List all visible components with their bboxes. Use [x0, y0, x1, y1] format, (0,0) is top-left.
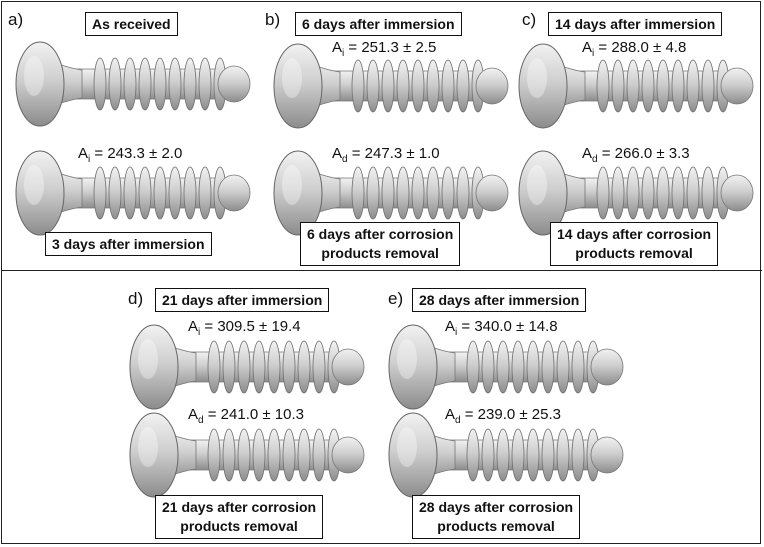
row-divider [1, 270, 762, 271]
panel-c-letter: c) [522, 10, 537, 29]
screw-e-28days-removed [388, 412, 624, 498]
panel-c-top-area: Ai = 288.0 ± 4.8 [582, 39, 687, 59]
panel-d-top-area: Ai = 309.5 ± 19.4 [188, 318, 301, 338]
screw-d-21days-removed [129, 412, 365, 498]
panel-d-bottom-area: Ad = 241.0 ± 10.3 [188, 406, 304, 426]
screw-d-21days [129, 324, 365, 410]
panel-a-bottom-label: 3 days after immersion [45, 232, 212, 256]
screw-b-6days [273, 43, 509, 129]
panel-a-top-label: As received [85, 12, 178, 36]
panel-e-top-area: Ai = 340.0 ± 14.8 [445, 318, 558, 338]
panel-d-top-label: 21 days after immersion [155, 288, 330, 312]
panel-b-letter: b) [265, 10, 281, 29]
screw-c-14days-removed [518, 150, 754, 236]
panel-c-bottom-area: Ad = 266.0 ± 3.3 [582, 145, 690, 165]
screw-a-3days [15, 150, 251, 236]
panel-e-bottom-area: Ad = 239.0 ± 25.3 [445, 406, 561, 426]
screw-c-14days [518, 43, 754, 129]
panel-a-letter: a) [8, 10, 24, 29]
screw-b-6days-removed [273, 150, 509, 236]
panel-a-bottom-area: Ai = 243.3 ± 2.0 [78, 145, 183, 165]
panel-c-top-label: 14 days after immersion [548, 12, 723, 36]
panel-b-top-area: Ai = 251.3 ± 2.5 [332, 39, 437, 59]
panel-b-top-label: 6 days after immersion [295, 12, 462, 36]
panel-b-bottom-area: Ad = 247.3 ± 1.0 [332, 145, 440, 165]
screw-e-28days [388, 324, 624, 410]
screw-a-as-received [15, 41, 251, 127]
panel-e-letter: e) [388, 289, 404, 308]
panel-d-letter: d) [128, 289, 144, 308]
panel-e-top-label: 28 days after immersion [412, 288, 587, 312]
